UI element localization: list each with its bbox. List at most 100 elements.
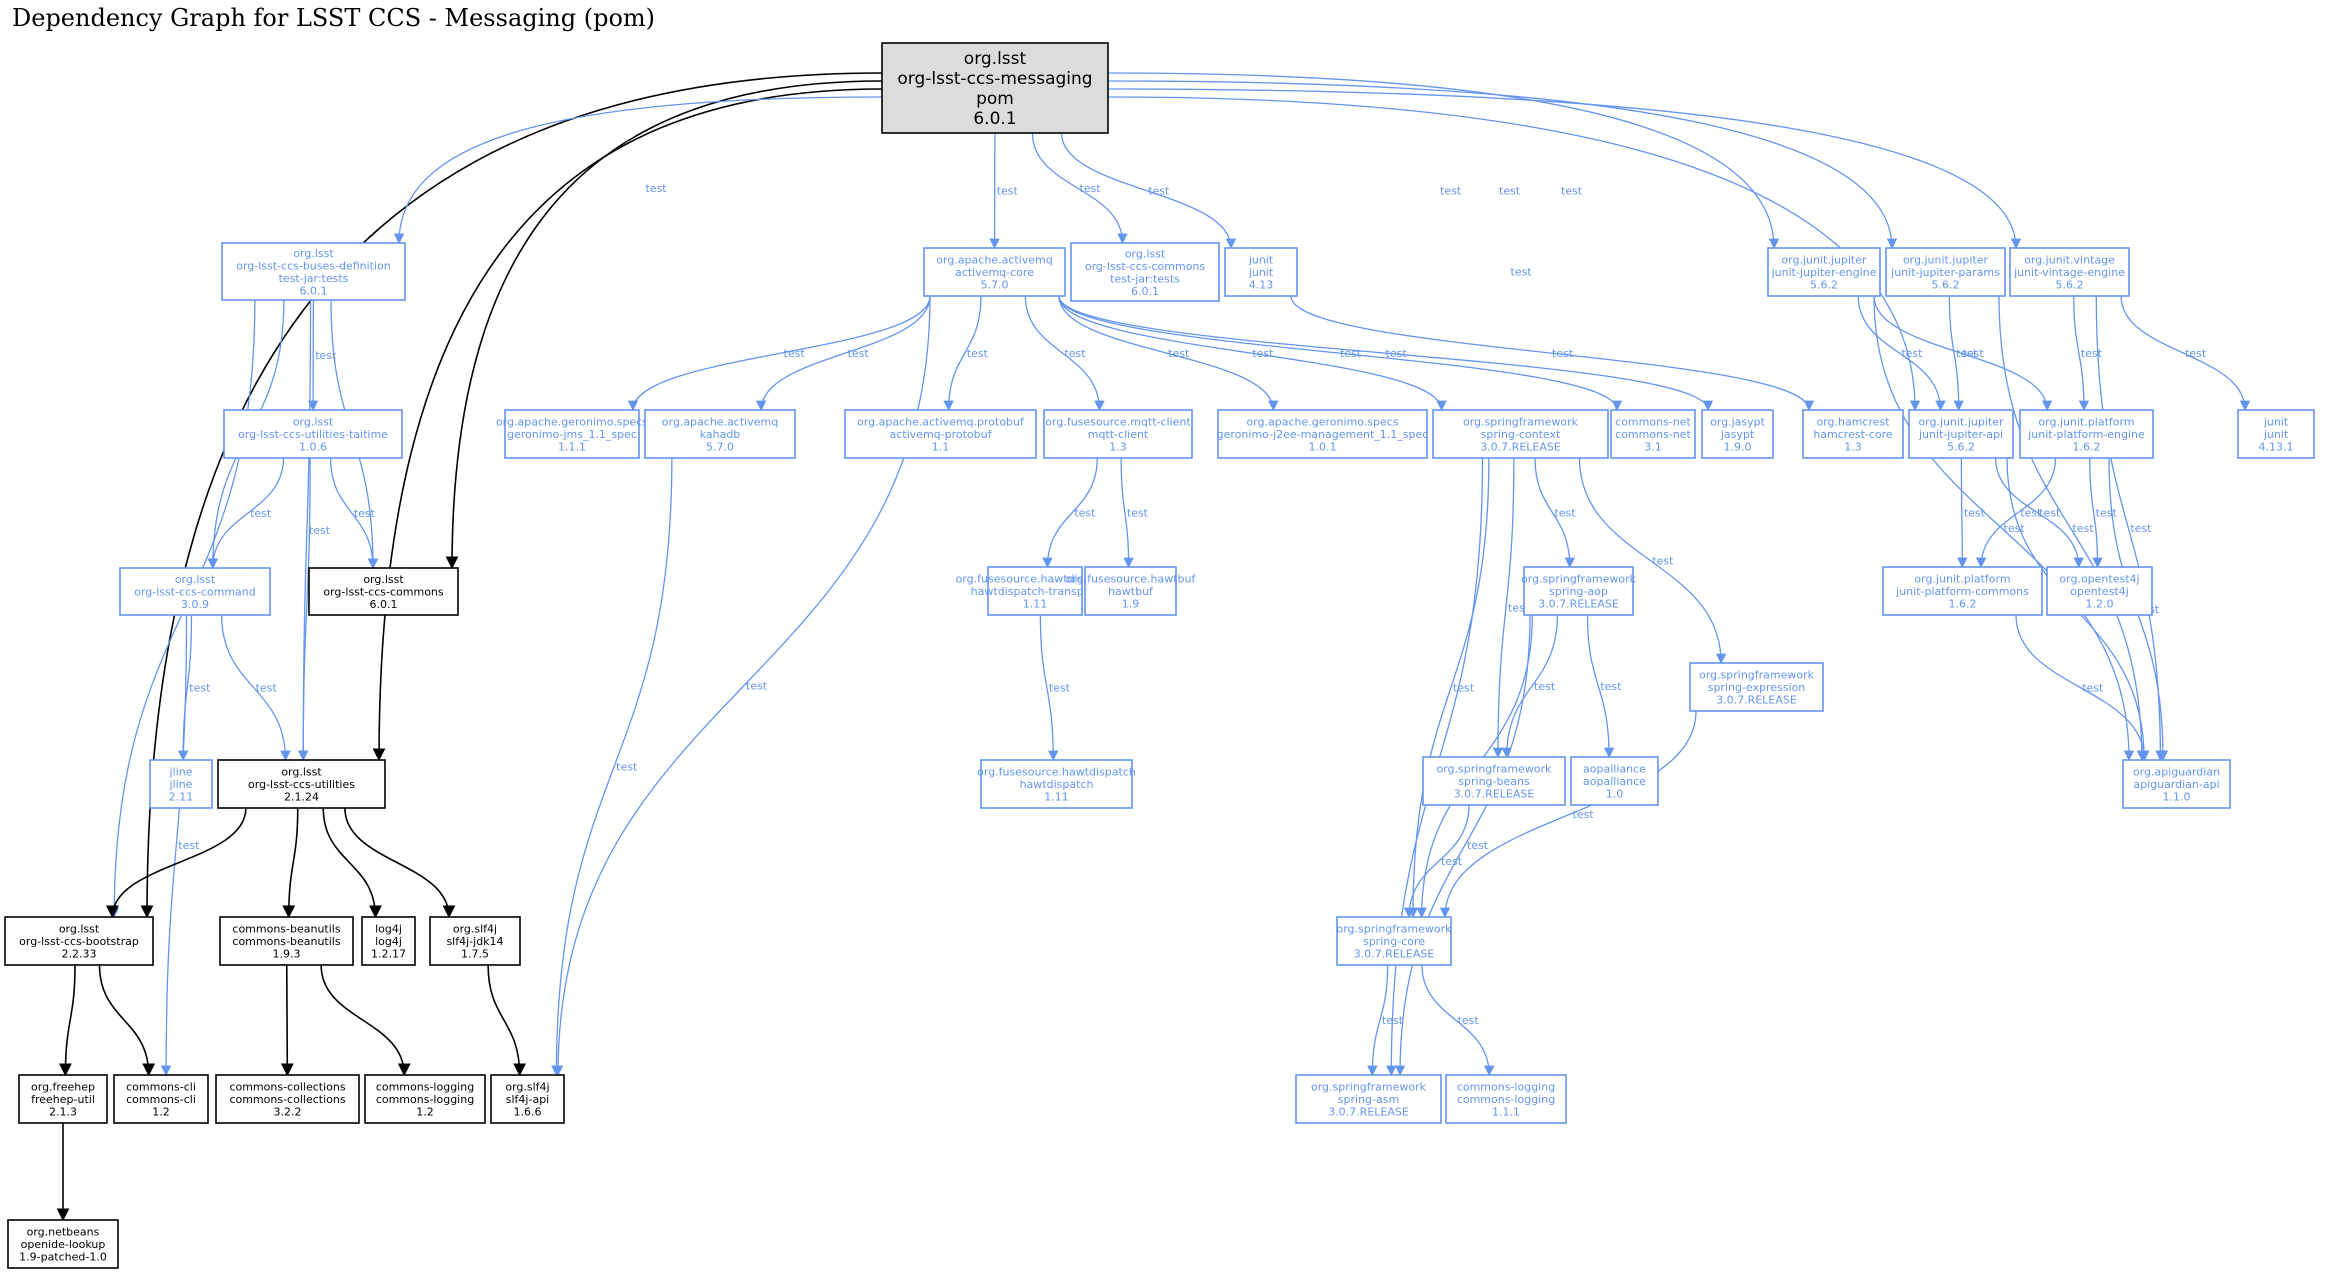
node-version: 1.1.1 [1492, 1106, 1520, 1119]
node-version: 5.6.2 [1947, 441, 1975, 454]
node-artifact-id: slf4j-api [506, 1093, 549, 1106]
edge-label: test [1963, 347, 1985, 360]
edge-line [1407, 457, 1490, 919]
node-group-id: org.fusesource.mqtt-client [1045, 416, 1191, 429]
edge-label: test [250, 507, 272, 520]
node-artifact-id: hamcrest-core [1813, 428, 1893, 441]
edge-label: test [1458, 1014, 1480, 1027]
edge-label: test [1080, 182, 1102, 195]
edge-line [329, 457, 379, 570]
node-group-id: org.apiguardian [2133, 766, 2220, 779]
node-collections[interactable]: commons-collectionscommons-collections3.… [215, 1074, 360, 1124]
dependency-edge: test [1403, 804, 1470, 919]
node-group-id: org.junit.platform [1914, 573, 2010, 586]
edge-line [1039, 614, 1059, 762]
node-netbeans[interactable]: org.netbeansopenide-lookup1.9-patched-1.… [7, 1219, 119, 1269]
dependency-edge: test [1501, 614, 1559, 759]
node-spring-context[interactable]: org.springframeworkspring-context3.0.7.R… [1432, 409, 1609, 459]
node-geronimo-j2ee[interactable]: org.apache.geronimo.specsgeronimo-j2ee-m… [1217, 409, 1429, 459]
node-box [1885, 247, 2006, 297]
edge-line [1534, 457, 1575, 569]
dependency-edge [106, 807, 247, 919]
node-group-id: org.lsst [281, 766, 322, 779]
node-spring-aop[interactable]: org.springframeworkspring-aop3.0.7.RELEA… [1521, 566, 1637, 616]
edge-label: test [1049, 682, 1071, 695]
node-buses-def[interactable]: org.lsstorg-lsst-ccs-buses-definitiontes… [221, 242, 406, 301]
node-box [1610, 409, 1696, 459]
node-vintage-engine[interactable]: org.junit.vintagejunit-vintage-engine5.6… [2009, 247, 2130, 297]
node-commons-testjar[interactable]: org.lsstorg-lsst-ccs-commonstest-jar:tes… [1070, 242, 1220, 302]
edge-line [2095, 295, 2166, 762]
node-spring-beans[interactable]: org.springframeworkspring-beans3.0.7.REL… [1422, 756, 1566, 806]
edge-line [1994, 457, 2084, 569]
node-artifact-id: geronimo-j2ee-management_1.1_spec [1217, 428, 1429, 441]
node-box [2009, 247, 2130, 297]
node-group-id: org.slf4j [453, 923, 497, 936]
edge-line [322, 807, 382, 919]
edge-line [1042, 457, 1098, 569]
node-group-id: commons-net [1615, 416, 1691, 429]
node-artifact-id: opentest4j [2070, 585, 2129, 598]
node-hawtdispatch-transport[interactable]: org.fusesource.hawtdispatchhawtdispatch-… [956, 566, 1115, 616]
node-version: 1.9.0 [1724, 441, 1752, 454]
node-hawtdispatch[interactable]: org.fusesource.hawtdispatchhawtdispatch1… [977, 759, 1136, 809]
node-jupiter-params[interactable]: org.junit.jupiterjunit-jupiter-params5.6… [1885, 247, 2006, 297]
edge-label: test [1441, 855, 1463, 868]
node-spring-expression[interactable]: org.springframeworkspring-expression3.0.… [1689, 662, 1824, 712]
node-box [217, 759, 386, 809]
node-group-id: jline [169, 766, 193, 779]
node-geronimo-jms[interactable]: org.apache.geronimo.specsgeronimo-jms_1.… [496, 409, 648, 459]
dependency-edge: test [1107, 80, 1898, 250]
node-spring-asm[interactable]: org.springframeworkspring-asm3.0.7.RELEA… [1295, 1074, 1442, 1124]
node-version: 6.0.1 [370, 598, 398, 611]
edge-line [1107, 72, 1780, 250]
node-platform-commons[interactable]: org.junit.platformjunit-platform-commons… [1882, 566, 2043, 616]
edge-line [2015, 614, 2150, 762]
node-artifact-id: org-lsst-ccs-bootstrap [19, 935, 139, 948]
edge-line [1403, 804, 1470, 919]
edge-label: test [2020, 507, 2042, 520]
edge-label: test [309, 524, 331, 537]
node-protobuf[interactable]: org.apache.activemq.protobufactivemq-pro… [844, 409, 1037, 459]
node-spring-core[interactable]: org.springframeworkspring-core3.0.7.RELE… [1336, 916, 1452, 966]
node-taitime[interactable]: org.lsstorg-lsst-ccs-utilities-taitime1.… [223, 409, 403, 459]
edges-layer: test test test test test test test test test test… [56, 72, 2251, 1222]
edge-line [106, 807, 247, 919]
node-platform-engine[interactable]: org.junit.platformjunit-platform-engine1… [2019, 409, 2154, 459]
node-box [1689, 662, 1824, 712]
node-version: 4.13 [1249, 279, 1274, 292]
node-artifact-id: commons-logging [1457, 1093, 1555, 1106]
node-jupiter-engine[interactable]: org.junit.jupiterjunit-jupiter-engine5.6… [1767, 247, 1881, 297]
node-artifact-id: commons-collections [229, 1093, 345, 1106]
edge-label: test [1127, 507, 1149, 520]
node-version: 5.6.2 [1810, 279, 1838, 292]
node-box [119, 567, 271, 616]
